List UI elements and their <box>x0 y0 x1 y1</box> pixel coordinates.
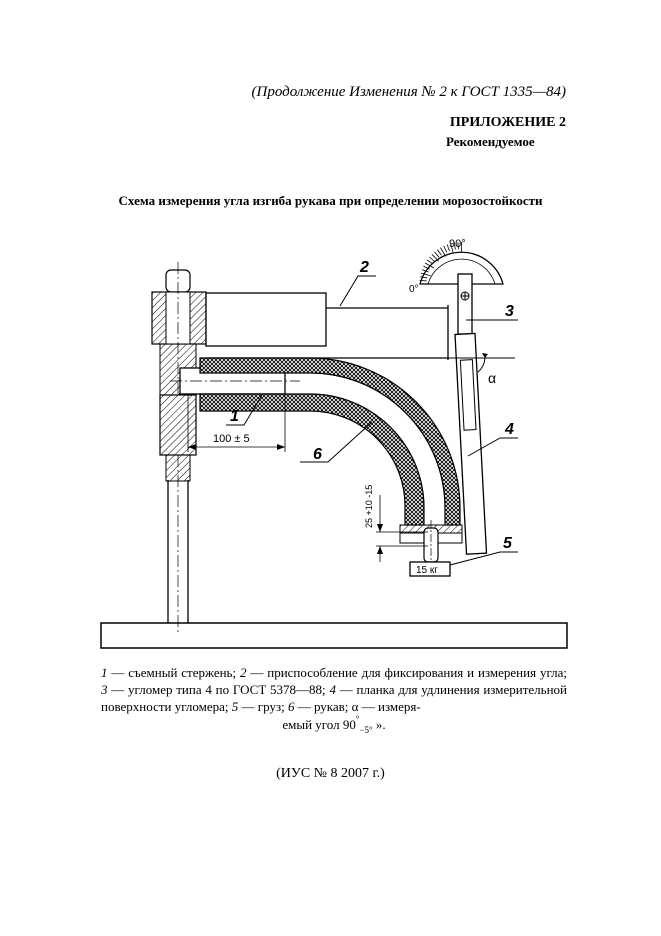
protractor-tick <box>419 279 427 282</box>
protractor-tick <box>424 262 434 269</box>
legend-num-3: 3 <box>101 682 108 697</box>
protractor-tick <box>446 244 450 252</box>
protractor-tick <box>434 251 440 258</box>
legend-text-7: — измеря- <box>358 699 421 714</box>
extension-bar-4 <box>454 332 488 555</box>
weight-assembly <box>399 520 463 577</box>
dim-25-label: 25 +10 -15 <box>364 485 374 528</box>
callout-6: 6 <box>313 446 322 463</box>
callout-2: 2 <box>359 259 369 276</box>
protractor-tick <box>431 254 440 262</box>
legend-alpha: α <box>351 699 359 714</box>
protractor-tick <box>443 245 448 253</box>
callout-leaders <box>226 275 518 566</box>
scheme-title: Схема измерения угла изгиба рукава при о… <box>118 193 543 208</box>
legend-num-4: 4 <box>329 682 336 697</box>
legend-angle-sup: ° <box>355 714 360 724</box>
figure-legend: 1 — съемный стержень; 2 — приспособление… <box>101 664 567 735</box>
legend-text-9: ». <box>372 717 386 732</box>
measurement-scheme-figure: 90° 0° 2 3 4 5 6 1 α 100 ± 5 25 +10 -15 … <box>100 238 568 649</box>
protractor-tick <box>421 269 429 273</box>
legend-text-4: — планка для удлинения измерительной пов… <box>101 682 567 714</box>
scale-0-label: 0° <box>409 284 419 295</box>
legend-angle-sub: −5° <box>359 725 373 735</box>
angle-alpha-marker <box>448 353 515 373</box>
legend-num-2: 2 <box>239 665 247 680</box>
legend-text-2: — приспособление для фиксирования и изме… <box>246 665 567 680</box>
legend-num-5: 5 <box>231 699 239 714</box>
fixture-2 <box>205 292 449 360</box>
callout-4: 4 <box>504 421 514 438</box>
legend-text-8: емый угол <box>282 717 343 732</box>
protractor-tick <box>453 242 456 250</box>
protractor-tick <box>420 276 428 279</box>
protractor-tick <box>457 242 459 250</box>
protractor-tick <box>450 243 454 254</box>
height-dimension <box>376 495 428 562</box>
dim-100-label: 100 ± 5 <box>213 433 250 445</box>
weight-label: 15 кг <box>416 565 438 576</box>
legend-angle-value: 90 <box>342 717 356 732</box>
legend-num-1: 1 <box>101 665 108 680</box>
appendix-subtitle: Рекомендуемое <box>446 134 535 149</box>
legend-text-6: — рукав; <box>294 699 352 714</box>
legend-text-5: — груз; <box>238 699 288 714</box>
appendix-title: ПРИЛОЖЕНИЕ 2 <box>449 115 566 130</box>
legend-num-6: 6 <box>287 699 295 714</box>
protractor-tick <box>437 249 442 256</box>
legend-text-3: — угломер типа 4 по ГОСТ 5378—88; <box>107 682 330 697</box>
protractor-tick <box>423 265 430 270</box>
alpha-label: α <box>488 370 496 386</box>
callout-1: 1 <box>230 408 239 425</box>
protractor-tick <box>426 259 434 265</box>
length-dimension <box>187 395 286 452</box>
vertical-stand <box>151 262 207 635</box>
protractor-tick <box>420 272 431 277</box>
protractor-tick <box>429 256 435 262</box>
ius-reference: (ИУС № 8 2007 г.) <box>276 766 385 781</box>
callout-5: 5 <box>503 535 513 552</box>
scale-90-label: 90° <box>449 238 466 250</box>
continuation-header: (Продолжение Изменения № 2 к ГОСТ 1335—8… <box>251 84 566 100</box>
protractor-tick <box>440 247 446 257</box>
callout-3: 3 <box>505 303 514 320</box>
legend-last-line: емый угол 90°−5° ». <box>101 714 567 735</box>
base-plate <box>100 622 568 649</box>
legend-text-1: — съемный стержень; <box>107 665 240 680</box>
